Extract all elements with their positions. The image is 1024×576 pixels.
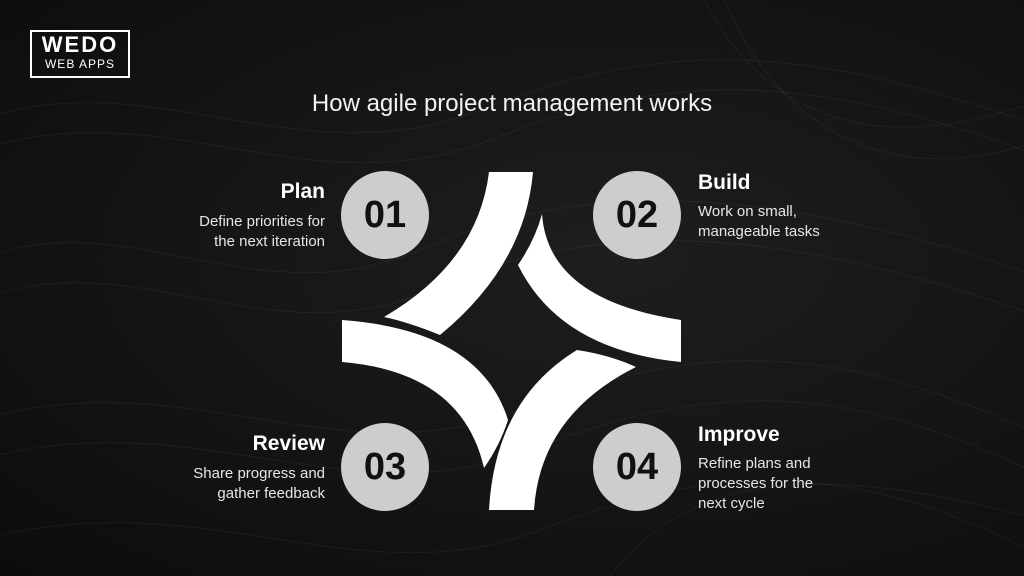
step-3-number-badge: 03	[341, 423, 429, 511]
step-3-title: Review	[252, 432, 325, 455]
step-2-description-line: Work on small,	[698, 203, 797, 220]
step-1-description-line: the next iteration	[214, 233, 325, 250]
step-4-description: Refine plans and processes for the next …	[698, 454, 878, 514]
page-title: How agile project management works	[311, 90, 713, 117]
step-1-description-line: Define priorities for	[199, 213, 325, 230]
step-4-description-line: Refine plans and	[698, 455, 811, 472]
step-4-description-line: next cycle	[698, 495, 765, 512]
logo-line-2: WEB APPS	[44, 57, 116, 71]
step-2-description-line: manageable tasks	[698, 223, 820, 240]
step-4-title: Improve	[698, 423, 780, 446]
step-4-description-line: processes for the	[698, 475, 814, 492]
step-3-description-line: gather feedback	[217, 485, 325, 502]
petal-bottom-left	[342, 320, 508, 468]
step-2-number-badge: 02	[593, 171, 681, 259]
step-3-description: Share progress and gather feedback	[145, 464, 325, 504]
petal-top-right	[518, 214, 681, 362]
step-1-title: Plan	[280, 180, 325, 203]
company-logo: WEDO WEB APPS	[30, 30, 130, 78]
step-1-number-badge: 01	[341, 171, 429, 259]
step-4-number-badge: 04	[593, 423, 681, 511]
step-2-title: Build	[698, 171, 751, 194]
logo-line-1: WEDO	[41, 32, 119, 57]
step-1-description: Define priorities for the next iteration	[145, 212, 325, 252]
petal-bottom-right	[489, 350, 636, 510]
petal-top-left	[384, 172, 533, 335]
step-3-description-line: Share progress and	[193, 465, 325, 482]
step-2-description: Work on small, manageable tasks	[698, 202, 878, 242]
